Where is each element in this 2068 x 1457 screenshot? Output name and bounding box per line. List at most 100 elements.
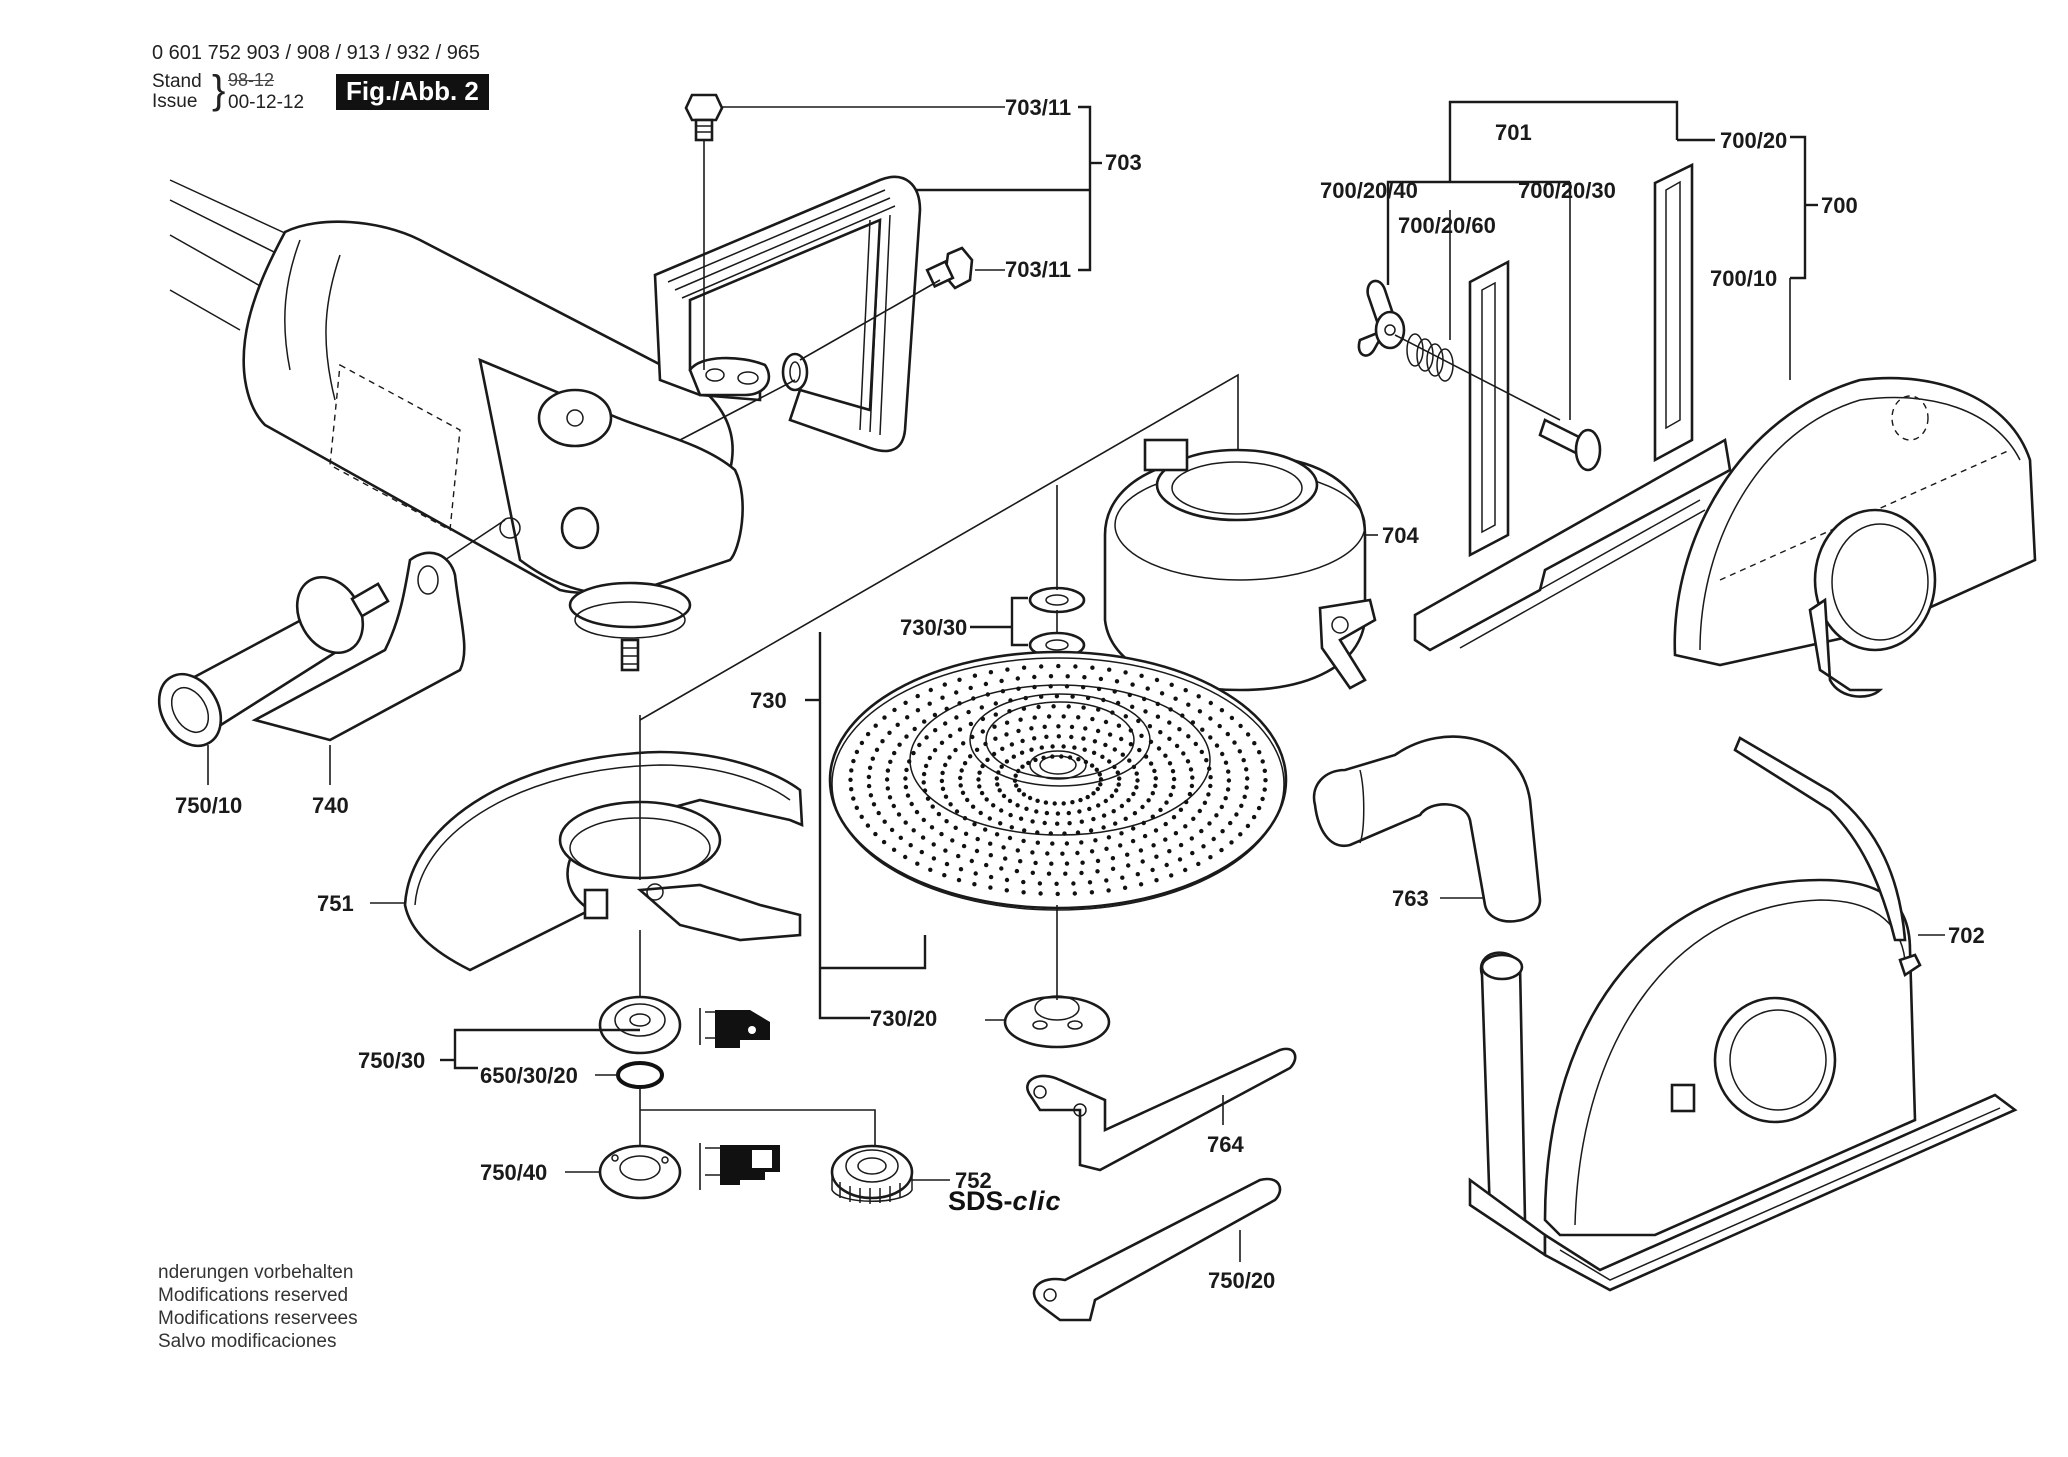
pad-hole xyxy=(1128,742,1134,747)
pad-hole xyxy=(1229,840,1234,845)
pad-hole xyxy=(1103,742,1108,748)
pad-hole xyxy=(1021,706,1027,711)
pad-hole xyxy=(1055,821,1060,826)
pad-hole xyxy=(1116,723,1122,728)
pad-hole xyxy=(985,692,990,697)
pad-hole xyxy=(1120,752,1126,757)
pad-hole xyxy=(958,867,964,872)
pad-hole xyxy=(1148,739,1154,744)
pad-hole xyxy=(1093,838,1098,843)
pad-hole xyxy=(870,756,875,761)
pad-hole xyxy=(1061,744,1066,749)
pad-hole xyxy=(1114,679,1120,684)
pad-hole xyxy=(920,835,926,840)
pad-hole xyxy=(1035,798,1040,803)
pad-hole xyxy=(1173,696,1178,701)
pad-hole xyxy=(998,821,1003,826)
pad-hole xyxy=(1096,686,1102,692)
pad-hole xyxy=(1167,736,1172,741)
pad-hole xyxy=(1107,759,1112,764)
pad-hole xyxy=(1008,698,1013,703)
pad-hole xyxy=(1135,872,1141,877)
pad-hole xyxy=(1076,715,1081,720)
pad-hole xyxy=(1226,778,1232,783)
callout-750-40: 750/40 xyxy=(480,1160,547,1185)
pad-hole xyxy=(1257,750,1262,755)
pad-hole xyxy=(1262,787,1267,792)
pad-hole xyxy=(1021,838,1026,844)
pad-hole xyxy=(980,716,986,722)
pad-hole xyxy=(1070,694,1075,699)
pad-hole xyxy=(1143,754,1149,759)
pad-hole xyxy=(923,763,929,769)
pad-hole xyxy=(975,836,980,842)
pad-hole xyxy=(1048,831,1054,836)
pad-hole xyxy=(1104,846,1109,851)
pad-hole xyxy=(1000,746,1005,751)
pad-hole xyxy=(1079,840,1084,845)
pad-hole xyxy=(1097,772,1103,777)
pad-hole xyxy=(1100,754,1105,759)
pad-perforations xyxy=(848,663,1268,897)
pad-hole xyxy=(1145,686,1150,691)
pad-hole xyxy=(922,719,927,724)
pad-hole xyxy=(1106,888,1111,893)
pad-hole xyxy=(939,831,944,837)
pad-hole xyxy=(1164,862,1169,868)
pad-hole xyxy=(1063,871,1068,876)
pad-hole xyxy=(896,812,902,817)
pad-hole xyxy=(999,808,1004,813)
pad-hole xyxy=(1044,810,1050,816)
pad-hole xyxy=(1101,813,1107,818)
pad-hole xyxy=(1091,791,1096,796)
pad-hole xyxy=(1000,689,1006,694)
pad-hole xyxy=(1190,720,1196,725)
pad-hole xyxy=(1188,767,1194,772)
issue-label: Issue xyxy=(152,91,198,112)
pad-hole xyxy=(1021,890,1026,895)
pad-hole xyxy=(927,701,932,706)
pad-hole xyxy=(1177,727,1182,732)
pad-hole xyxy=(882,819,887,824)
pad-hole xyxy=(1036,704,1041,710)
pad-hole xyxy=(1123,714,1129,719)
mounting-flange-750-30 xyxy=(598,995,682,1055)
pad-hole xyxy=(1154,854,1159,859)
pad-hole xyxy=(1141,820,1146,826)
pad-hole xyxy=(1008,812,1013,818)
pad-hole xyxy=(1030,850,1035,855)
pad-hole xyxy=(1071,881,1076,886)
pad-hole xyxy=(921,771,927,777)
pad-hole xyxy=(1081,736,1086,741)
pad-hole xyxy=(1015,676,1020,681)
pad-hole xyxy=(966,709,971,715)
pad-hole xyxy=(1098,676,1104,682)
pad-hole xyxy=(921,780,926,785)
pad-hole xyxy=(1107,667,1112,672)
pad-hole xyxy=(1021,665,1027,670)
pad-hole xyxy=(944,819,949,824)
pad-hole xyxy=(1245,776,1250,781)
pad-hole xyxy=(1139,733,1144,738)
pad-hole xyxy=(1007,798,1013,804)
pad-hole xyxy=(903,776,908,781)
pad-hole xyxy=(953,747,958,753)
pad-hole xyxy=(956,853,961,859)
pad-hole xyxy=(933,728,938,733)
pad-hole xyxy=(997,788,1002,793)
pad-hole xyxy=(1116,782,1121,787)
pad-hole xyxy=(865,731,871,737)
pad-hole xyxy=(1011,754,1016,759)
pad-hole xyxy=(851,758,856,764)
pad-hole xyxy=(1214,743,1220,748)
pad-hole xyxy=(1220,829,1225,834)
pad-hole xyxy=(1024,806,1029,811)
stand-date-struck: 98-12 xyxy=(228,70,275,90)
pad-hole xyxy=(968,721,974,727)
pad-hole xyxy=(1126,798,1131,803)
pad-hole xyxy=(991,803,996,808)
side-handle-750-10 xyxy=(157,575,390,748)
extraction-cutting-guard-702 xyxy=(1468,736,2018,1292)
pad-hole xyxy=(915,693,920,699)
pad-hole xyxy=(1009,825,1014,830)
